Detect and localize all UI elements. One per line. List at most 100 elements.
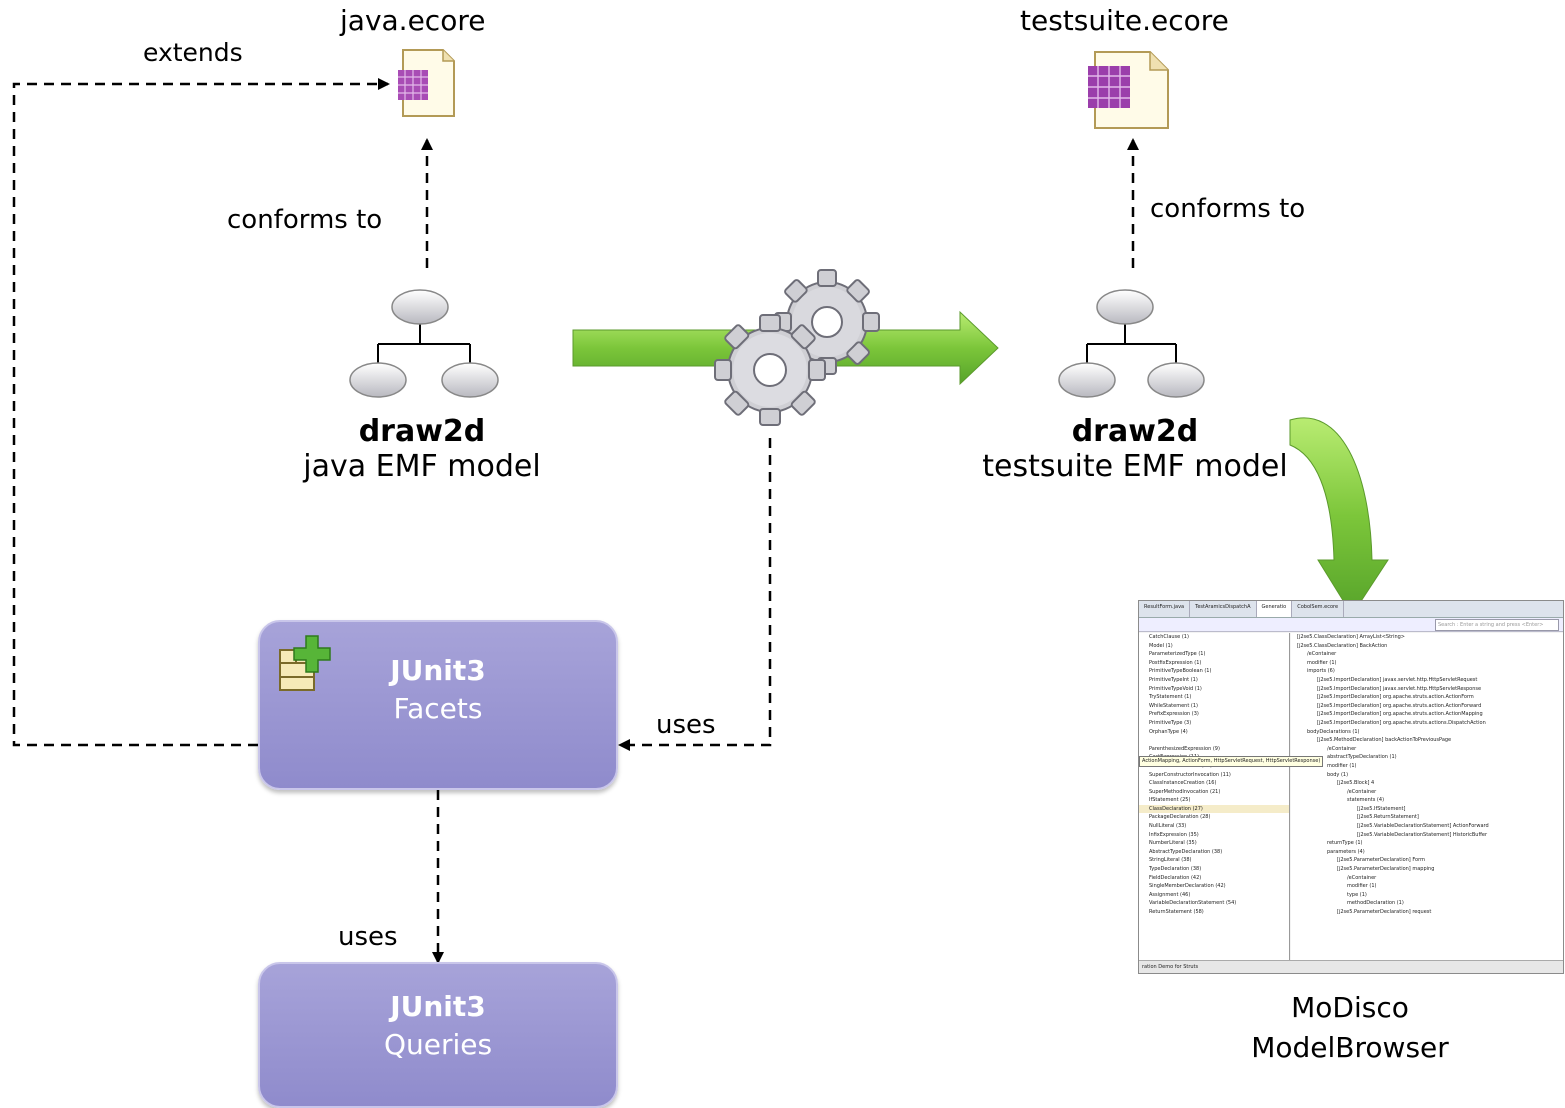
queries-box-title: JUnit3 (390, 990, 486, 1023)
browser-tree-node[interactable]: [j2se5.ClassDeclaration] ArrayList<Strin… (1297, 634, 1406, 640)
java-model-name: draw2d (358, 414, 486, 449)
browser-type-item[interactable]: SingleMemberDeclaration (42) (1149, 883, 1226, 890)
browser-tree-node[interactable]: type (1) (1347, 891, 1367, 898)
browser-tree-node[interactable]: modifier (1) (1307, 659, 1337, 666)
browser-type-item[interactable]: TypeDeclaration (38) (1149, 866, 1202, 873)
browser-caption-line1: MoDisco (1291, 991, 1409, 1024)
ecore-file-icon-right (1088, 51, 1169, 129)
facet-add-icon (279, 635, 331, 691)
extends-label: extends (143, 38, 243, 67)
browser-tab-bar: ResultForm.java TestAramicsDispatchA Gen… (1139, 601, 1563, 618)
browser-tab[interactable]: TestAramicsDispatchA (1190, 601, 1257, 617)
browser-tree-node[interactable]: imports (6) (1307, 668, 1335, 675)
browser-tab[interactable]: CobolSem.ecore (1292, 601, 1345, 617)
junit3-facets-box: JUnit3 Facets (258, 620, 618, 790)
junit3-queries-box: JUnit3 Queries (258, 962, 618, 1108)
java-ecore-label: java.ecore (340, 4, 486, 37)
browser-type-item[interactable]: ParenthesizedExpression (9) (1149, 745, 1220, 752)
modisco-modelbrowser-screenshot: ResultForm.java TestAramicsDispatchA Gen… (1138, 600, 1564, 974)
browser-type-item[interactable]: FieldDeclaration (42) (1149, 874, 1202, 881)
testsuite-model-caption: draw2d testsuite EMF model (955, 414, 1315, 484)
browser-type-item[interactable]: SuperConstructorInvocation (11) (1149, 771, 1231, 778)
browser-type-item[interactable]: PostfixExpression (1) (1149, 659, 1202, 666)
browser-status-bar: ration Demo for Struts (1139, 960, 1563, 973)
browser-type-item[interactable]: TryStatement (1) (1149, 694, 1192, 701)
model-tree-icon-right (1058, 289, 1205, 398)
browser-type-item[interactable]: ClassDeclaration (27) (1139, 804, 1289, 814)
ecore-file-icon-left (398, 49, 455, 117)
browser-type-item[interactable]: ClassInstanceCreation (16) (1149, 780, 1217, 787)
browser-type-item[interactable]: SuperMethodInvocation (21) (1149, 788, 1221, 795)
extends-connector (12, 78, 390, 747)
uses-queries-label: uses (338, 922, 398, 952)
browser-tree-node[interactable]: [j2se5.ImportDeclaration] org.apache.str… (1317, 694, 1474, 701)
browser-type-item[interactable]: InfixExpression (35) (1149, 831, 1199, 838)
browser-tab-active[interactable]: Generatio (1256, 601, 1293, 617)
browser-tree-node[interactable]: modifier (1) (1327, 762, 1357, 769)
browser-type-item[interactable]: StringLiteral (38) (1149, 857, 1192, 864)
browser-tree-node[interactable]: bodyDeclarations (1) (1307, 728, 1360, 735)
browser-tab[interactable]: ResultForm.java (1139, 601, 1191, 617)
browser-tree-node[interactable]: methodDeclaration (1) (1347, 900, 1404, 907)
browser-type-item[interactable]: Assignment (46) (1149, 891, 1191, 898)
browser-tooltip: ActionMapping, ActionForm, HttpServletRe… (1139, 756, 1324, 767)
testsuite-ecore-label: testsuite.ecore (1020, 4, 1229, 37)
browser-tree-node[interactable]: [j2se5.ImportDeclaration] javax.servlet.… (1317, 676, 1478, 683)
browser-tree-node[interactable]: [j2se5.IfStatement] (1357, 805, 1406, 812)
browser-tree-node[interactable]: [j2se5.MethodDeclaration] backActionToPr… (1317, 737, 1452, 744)
browser-type-item[interactable]: NumberLiteral (35) (1149, 840, 1197, 847)
browser-type-item[interactable]: OrphanType (4) (1149, 728, 1188, 735)
browser-tree-node[interactable]: /eContainer (1327, 745, 1357, 752)
java-model-desc: java EMF model (303, 449, 541, 484)
browser-type-item[interactable]: PrimitiveType (3) (1149, 719, 1192, 726)
browser-tree-node[interactable]: [j2se5.ImportDeclaration] org.apache.str… (1317, 702, 1482, 709)
browser-tree-node[interactable]: returnType (1) (1327, 840, 1363, 847)
browser-tree-node[interactable]: [j2se5.ReturnStatement] (1357, 814, 1419, 821)
queries-box-subtitle: Queries (383, 1028, 493, 1061)
browser-tree-node[interactable]: abstractTypeDeclaration (1) (1327, 754, 1397, 761)
browser-search-input[interactable]: Search : Enter a string and press <Enter… (1435, 619, 1559, 631)
browser-tree-node[interactable]: [j2se5.ImportDeclaration] org.apache.str… (1317, 711, 1483, 718)
browser-tree-node[interactable]: /eContainer (1307, 651, 1337, 658)
browser-tree-node[interactable]: [j2se5.VariableDeclarationStatement] Act… (1357, 823, 1489, 830)
testsuite-model-desc: testsuite EMF model (982, 449, 1288, 484)
java-model-caption: draw2d java EMF model (272, 414, 572, 484)
browser-tree-node[interactable]: parameters (4) (1327, 848, 1365, 855)
browser-type-item[interactable]: NullLiteral (33) (1149, 823, 1187, 830)
browser-type-item[interactable]: CatchClause (1) (1149, 634, 1189, 640)
browser-tree-node[interactable]: [j2se5.ImportDeclaration] org.apache.str… (1317, 719, 1486, 726)
browser-type-item[interactable]: IfStatement (25) (1149, 797, 1191, 804)
facets-box-title: JUnit3 (390, 654, 486, 687)
browser-tree-node[interactable]: modifier (1) (1347, 883, 1377, 890)
browser-type-item[interactable]: ParameterizedType (1) (1149, 651, 1206, 658)
browser-tree-node[interactable]: [j2se5.ClassDeclaration] BackAction (1297, 642, 1388, 649)
browser-type-item[interactable]: PackageDeclaration (28) (1149, 814, 1211, 821)
browser-tree-node[interactable]: [j2se5.ParameterDeclaration] Form (1337, 857, 1425, 864)
testsuite-model-name: draw2d (1071, 414, 1199, 449)
browser-type-item[interactable]: PrimitiveTypeInt (1) (1149, 676, 1198, 683)
browser-tree-node[interactable]: [j2se5.VariableDeclarationStatement] His… (1357, 831, 1488, 838)
browser-tree-node[interactable]: [j2se5.ParameterDeclaration] request (1337, 909, 1432, 915)
browser-type-item[interactable]: VariableDeclarationStatement (54) (1149, 900, 1237, 907)
browser-tree-node[interactable]: [j2se5.Block] 4 (1337, 780, 1375, 787)
facets-box-subtitle: Facets (393, 692, 483, 725)
browser-type-item[interactable]: PrimitiveTypeBoolean (1) (1149, 668, 1212, 675)
browser-tree-node[interactable]: [j2se5.ImportDeclaration] javax.servlet.… (1317, 685, 1482, 692)
browser-type-item[interactable]: PrimitiveTypeVoid (1) (1149, 685, 1202, 692)
browser-tree-node[interactable]: [j2se5.ParameterDeclaration] mapping (1337, 866, 1435, 873)
browser-caption: MoDisco ModelBrowser (1230, 988, 1470, 1068)
browser-tree-node[interactable]: body (1) (1327, 771, 1349, 778)
browser-instance-tree: [j2se5.ClassDeclaration] ArrayList<Strin… (1291, 633, 1563, 961)
browser-type-item[interactable] (1139, 736, 1289, 745)
browser-tree-node[interactable]: statements (4) (1347, 797, 1385, 804)
browser-type-item[interactable]: WhileStatement (1) (1149, 702, 1198, 709)
browser-type-item[interactable]: ReturnStatement (58) (1149, 909, 1204, 915)
browser-tree-node[interactable]: /eContainer (1347, 874, 1377, 881)
curved-arrow (1289, 417, 1389, 616)
browser-type-item[interactable]: AbstractTypeDeclaration (38) (1149, 848, 1223, 855)
browser-type-list: CatchClause (1) Model (1) ParameterizedTyp… (1139, 633, 1290, 961)
browser-tree-node[interactable]: /eContainer (1347, 788, 1377, 795)
browser-type-item[interactable]: PrefixExpression (3) (1149, 711, 1199, 718)
browser-type-item[interactable]: Model (1) (1149, 642, 1173, 649)
